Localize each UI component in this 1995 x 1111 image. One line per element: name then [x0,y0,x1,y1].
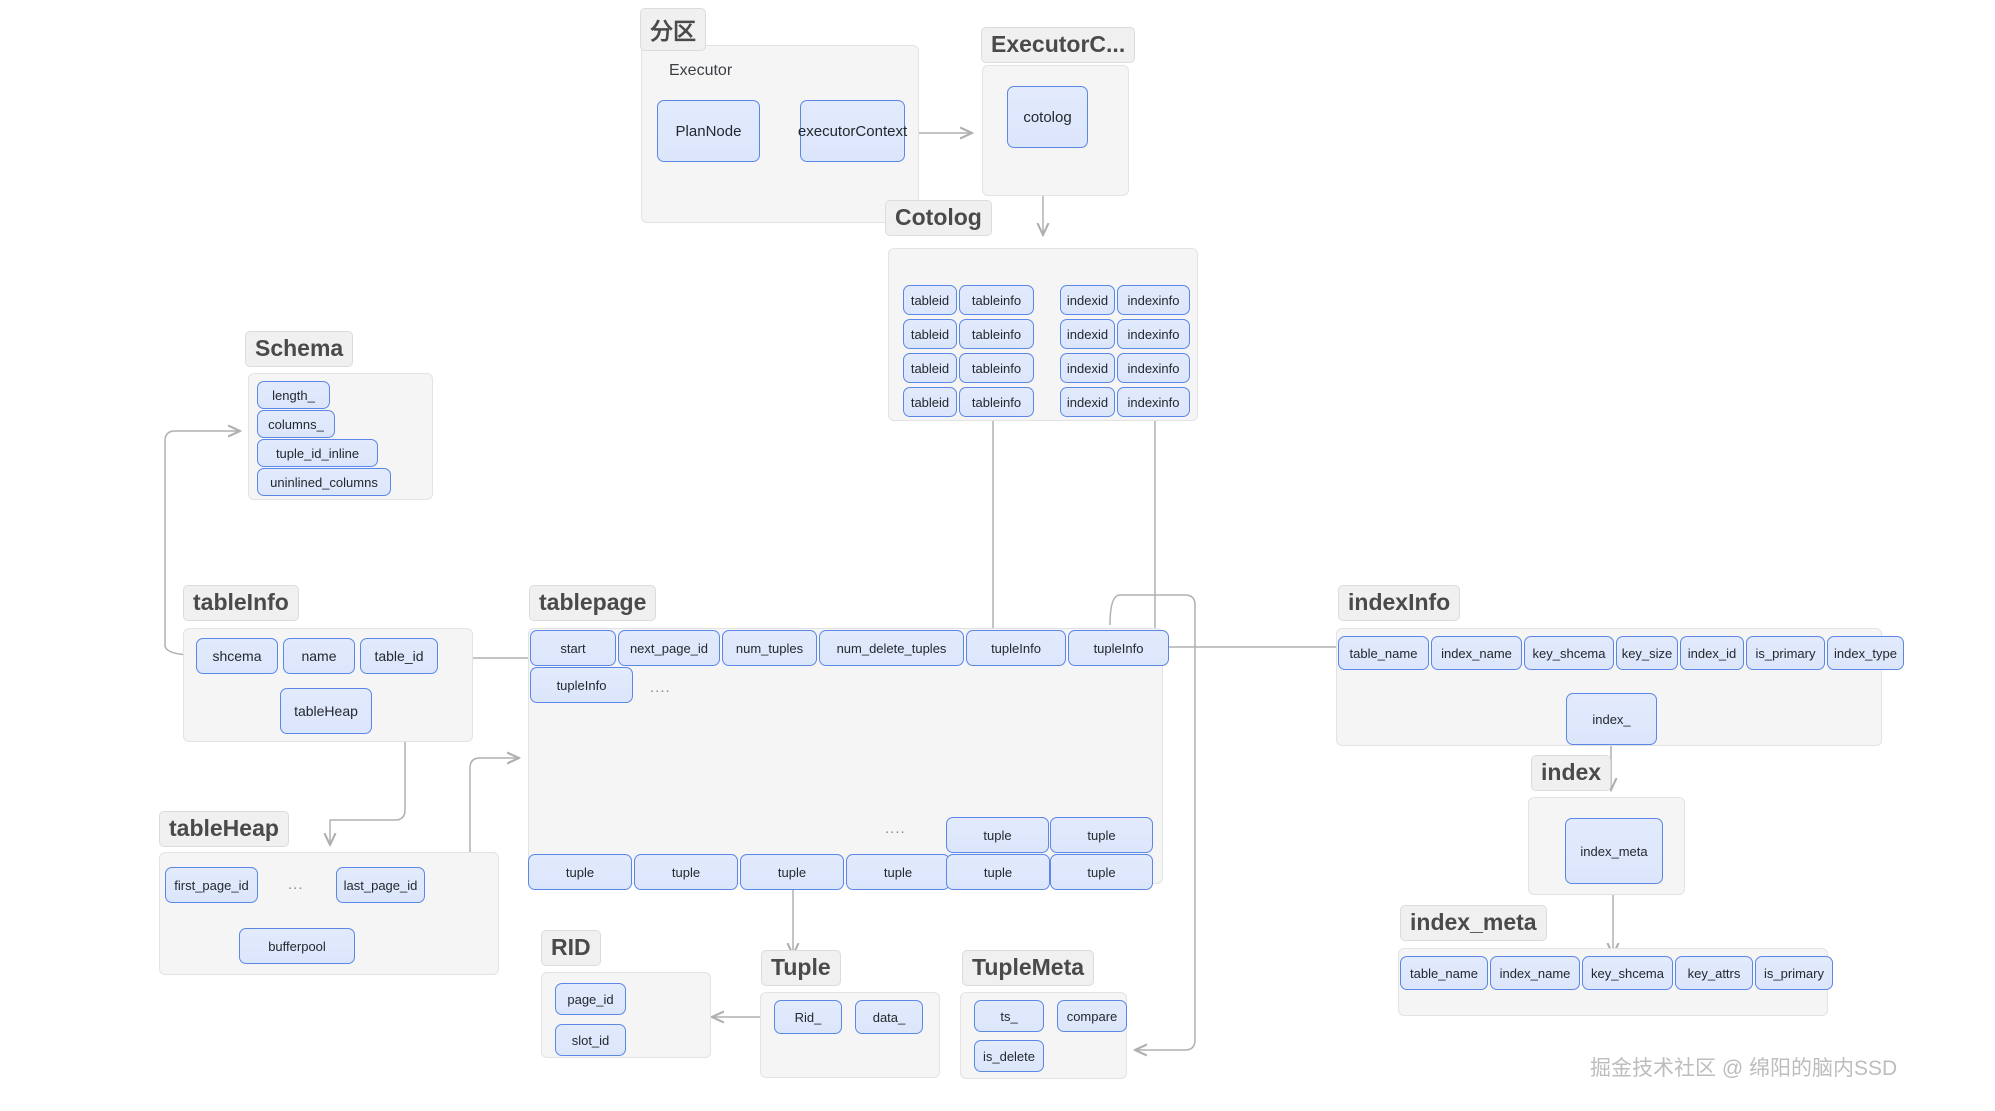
node-tablepage-tuple-4[interactable]: tuple [946,854,1050,890]
node-cotolog-indexid-1[interactable]: indexid [1060,319,1115,349]
node-indexmeta-keyshcema[interactable]: key_shcema [1582,956,1673,990]
node-schema-uninlinedcolumns[interactable]: uninlined_columns [257,468,391,496]
node-indexmeta-isprimary[interactable]: is_primary [1755,956,1833,990]
node-tuple-rid[interactable]: Rid_ [774,1000,842,1034]
node-indexinfo-indexname[interactable]: index_name [1431,636,1522,670]
node-cotolog-indexinfo-0[interactable]: indexinfo [1117,285,1190,315]
group-title-tablepage: tablepage [529,585,657,621]
node-rid-pageid[interactable]: page_id [555,983,626,1015]
node-indexinfo-index[interactable]: index_ [1566,693,1657,745]
node-tuplemeta-isdelete[interactable]: is_delete [974,1040,1044,1072]
node-cotolog-tableid-2[interactable]: tableid [903,353,957,383]
node-executorcontext[interactable]: executorContext [798,100,907,162]
node-cotolog-indexinfo-3[interactable]: indexinfo [1117,387,1190,417]
node-cotolog-tableinfo-0[interactable]: tableinfo [959,285,1034,315]
group-title-tuplemeta: TupleMeta [962,950,1095,986]
node-tablepage-nextpageid[interactable]: next_page_id [618,630,720,666]
node-schema-length[interactable]: length_ [257,381,330,409]
group-title-indexmeta: index_meta [1400,905,1547,941]
node-cotolog-tableinfo-3[interactable]: tableinfo [959,387,1034,417]
node-cotolog-indexid-0[interactable]: indexid [1060,285,1115,315]
node-tablepage-uppertuple-1[interactable]: tuple [1050,817,1153,853]
node-cotolog-indexinfo-2[interactable]: indexinfo [1117,353,1190,383]
node-tablepage-tuple-1[interactable]: tuple [634,854,738,890]
node-tablepage-tuple-2[interactable]: tuple [740,854,844,890]
node-cotolog[interactable]: cotolog [1007,86,1088,148]
node-indexinfo-isprimary[interactable]: is_primary [1746,636,1825,670]
node-tablepage-uppertuple-0[interactable]: tuple [946,817,1049,853]
node-schema-columns[interactable]: columns_ [257,410,335,438]
group-title-partition: 分区 [640,8,706,51]
node-tablepage-tuple-0[interactable]: tuple [528,854,632,890]
node-index-indexmeta[interactable]: index_meta [1565,818,1663,884]
node-cotolog-tableinfo-1[interactable]: tableinfo [959,319,1034,349]
node-tablepage-tuple-5[interactable]: tuple [1050,854,1153,890]
node-tableinfo-tableheap[interactable]: tableHeap [280,688,372,734]
node-tableinfo-tableid[interactable]: table_id [360,638,438,674]
tablepage-mid-ellipsis: .... [885,820,906,837]
group-title-rid: RID [541,930,601,966]
node-tablepage-tupleinfo-0[interactable]: tupleInfo [966,630,1066,666]
node-indexinfo-indexid[interactable]: index_id [1680,636,1744,670]
node-tablepage-numtuples[interactable]: num_tuples [722,630,817,666]
node-rid-slotid[interactable]: slot_id [555,1024,626,1056]
tablepage-row-ellipsis: .... [650,679,671,696]
node-tablepage-numdeletetuples[interactable]: num_delete_tuples [819,630,964,666]
node-plannode[interactable]: PlanNode [657,100,760,162]
node-cotolog-indexinfo-1[interactable]: indexinfo [1117,319,1190,349]
node-tuplemeta-compare[interactable]: compare [1057,1000,1127,1032]
node-indexmeta-tablename[interactable]: table_name [1400,956,1488,990]
node-tableinfo-shcema[interactable]: shcema [196,638,278,674]
group-title-indexinfo: indexInfo [1338,585,1461,621]
node-tablepage-tupleinfo-2[interactable]: tupleInfo [530,667,633,703]
group-title-tableheap: tableHeap [159,811,289,847]
group-title-index: index [1531,755,1612,791]
group-title-tableinfo: tableInfo [183,585,299,621]
node-tableinfo-name[interactable]: name [283,638,355,674]
group-title-cotolog: Cotolog [885,200,992,236]
node-indexinfo-keysize[interactable]: key_size [1616,636,1678,670]
node-cotolog-tableid-0[interactable]: tableid [903,285,957,315]
node-tablepage-tupleinfo-1[interactable]: tupleInfo [1068,630,1169,666]
link-shcema-to-schema [164,431,240,656]
node-tablepage-tuple-3[interactable]: tuple [846,854,950,890]
executor-label: Executor [669,62,733,79]
node-tableheap-lastpageid[interactable]: last_page_id [336,867,425,903]
group-title-schema: Schema [245,331,354,367]
node-tuple-data[interactable]: data_ [855,1000,923,1034]
node-indexinfo-keyshcema[interactable]: key_shcema [1524,636,1614,670]
node-tuplemeta-ts[interactable]: ts_ [974,1000,1044,1032]
node-tablepage-start[interactable]: start [530,630,616,666]
group-title-tuple: Tuple [761,950,841,986]
node-cotolog-tableid-1[interactable]: tableid [903,319,957,349]
node-tableheap-firstpageid[interactable]: first_page_id [165,867,258,903]
watermark-text: 掘金技术社区 @ 绵阳的脑内SSD [1590,1057,1898,1080]
group-title-executorcontext: ExecutorC... [981,27,1136,63]
node-cotolog-indexid-3[interactable]: indexid [1060,387,1115,417]
node-schema-tupleidinline[interactable]: tuple_id_inline [257,439,378,467]
node-indexinfo-indextype[interactable]: index_type [1827,636,1904,670]
node-cotolog-tableinfo-2[interactable]: tableinfo [959,353,1034,383]
node-indexinfo-tablename[interactable]: table_name [1338,636,1429,670]
tableheap-ellipsis: ... [288,876,304,893]
node-indexmeta-keyattrs[interactable]: key_attrs [1675,956,1753,990]
node-tableheap-bufferpool[interactable]: bufferpool [239,928,355,964]
node-cotolog-indexid-2[interactable]: indexid [1060,353,1115,383]
node-cotolog-tableid-3[interactable]: tableid [903,387,957,417]
node-indexmeta-indexname[interactable]: index_name [1490,956,1580,990]
